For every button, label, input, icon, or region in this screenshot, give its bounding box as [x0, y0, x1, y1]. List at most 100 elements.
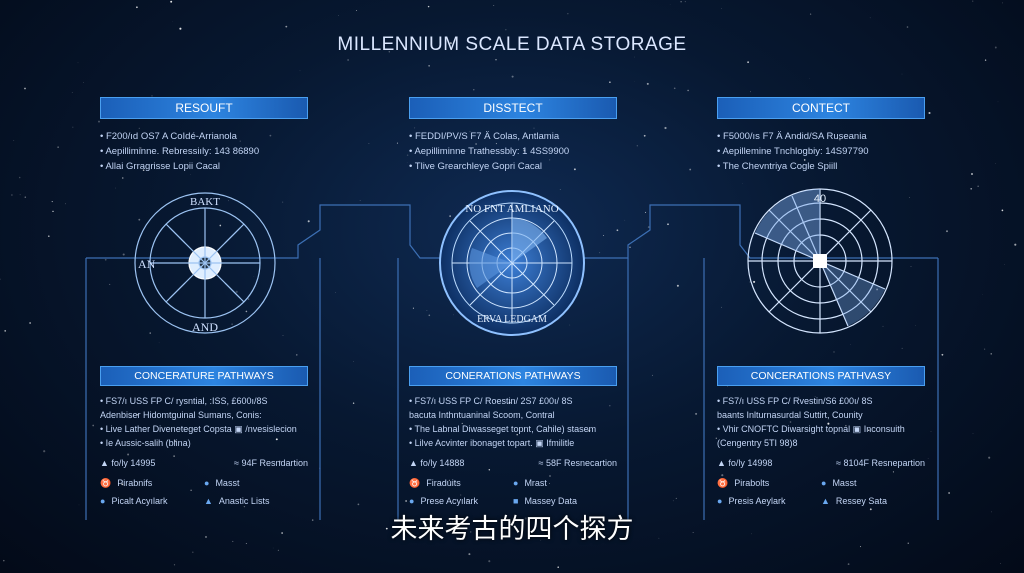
star — [190, 489, 192, 491]
star — [549, 475, 551, 477]
star — [997, 101, 999, 103]
panel-item: ●Presis Aeylark — [717, 496, 821, 506]
star — [122, 253, 125, 256]
item-icon: ▲ — [204, 496, 213, 506]
column-header: RESOUFT — [100, 97, 308, 119]
star — [319, 467, 321, 469]
star — [440, 38, 441, 39]
star — [948, 492, 950, 494]
stat-left: ▲ fo/ly 14995 — [100, 458, 156, 468]
star — [753, 280, 756, 283]
star — [533, 127, 535, 129]
star — [909, 196, 911, 198]
star — [907, 542, 909, 544]
column-line: • Tlive Grearchleye Gopri Cacal — [409, 161, 543, 172]
star — [559, 188, 561, 190]
archive-dial-icon: NO FNT AMLIANO ERVA LEDGAM — [439, 190, 585, 336]
dial-label: 40 — [814, 193, 826, 205]
star — [296, 354, 298, 356]
star — [695, 412, 698, 415]
panel-item: ■Massey Data — [513, 496, 617, 506]
panel-item: ●Prese Acyılark — [409, 496, 513, 506]
star — [29, 322, 31, 324]
star — [174, 440, 176, 443]
item-icon: ● — [717, 496, 723, 506]
star — [493, 5, 495, 6]
star — [426, 309, 428, 311]
star — [567, 13, 569, 15]
star — [179, 27, 182, 30]
panel-item: ♉ Pirabolts — [717, 478, 821, 489]
star — [676, 284, 679, 287]
star — [139, 147, 142, 149]
star — [747, 61, 749, 64]
star — [523, 149, 526, 152]
star — [43, 450, 46, 453]
star — [488, 469, 491, 471]
compass-dial-icon: BAKT AN AND — [134, 192, 276, 334]
star — [651, 374, 653, 376]
star — [405, 500, 407, 502]
star — [285, 25, 288, 28]
star — [901, 347, 903, 349]
star — [173, 564, 176, 566]
star — [245, 310, 248, 313]
star — [98, 120, 100, 123]
star — [658, 537, 660, 539]
pathways-panel-2: CONERATIONS PATHWAYS • FS7/ı USS FP C/ R… — [409, 366, 617, 506]
star — [672, 500, 674, 502]
column-line: • The Chevntriya Cogle Spiill — [717, 161, 838, 172]
star — [414, 127, 416, 129]
star — [469, 131, 471, 133]
star — [172, 21, 173, 22]
star — [814, 396, 816, 398]
panel-line: • Ie Aussic-salih (blina) — [100, 438, 191, 448]
item-icon: ♉ — [100, 478, 112, 488]
star — [643, 134, 646, 137]
star — [281, 532, 283, 534]
item-label: Mrast — [524, 478, 547, 488]
star — [573, 168, 576, 171]
star — [232, 540, 234, 542]
panel-line: • FS7/ı USS FP C/ Rvestin/S6 £00ı/ 8S — [717, 396, 873, 406]
star — [928, 111, 931, 115]
star — [869, 508, 872, 511]
column-contect: CONTECT • F5000/ıs F7 Ä Andid/SA Ruseani… — [717, 97, 925, 174]
star — [901, 73, 903, 75]
panel-line: • Live Lather Diveneteget Copsta ▣ /nves… — [100, 424, 297, 434]
item-icon: ● — [821, 478, 827, 488]
star — [910, 265, 912, 268]
star — [569, 324, 571, 326]
item-label: Pirabolts — [734, 478, 770, 488]
panel-line: • Vhir CNOFTC Diwarsight topnal ▣ Incons… — [717, 424, 905, 434]
star — [645, 211, 647, 213]
star — [352, 402, 355, 404]
star — [449, 42, 452, 45]
star — [972, 0, 974, 2]
star — [798, 396, 800, 398]
star — [750, 91, 751, 93]
panel-item: ●Masst — [204, 478, 308, 489]
panel-line: baants Inlturnasurdal Suttirt, Counity — [717, 410, 863, 420]
panel-line: • Lilve Acvinter ibonaget topart. ▣ Ifmi… — [409, 438, 575, 448]
star — [461, 422, 463, 424]
star — [439, 527, 441, 528]
column-resouft: RESOUFT • F200/ıd OS7 A CoIdé-Arrianola … — [100, 97, 308, 174]
star — [845, 425, 847, 427]
star — [549, 159, 551, 161]
star — [876, 288, 879, 291]
star — [684, 1, 686, 3]
star — [721, 8, 722, 9]
panel-line: • The Labnal Diwasseget topnt, Cahile) s… — [409, 424, 597, 434]
star — [438, 400, 440, 403]
star — [475, 143, 477, 145]
item-icon: ♉ — [717, 478, 729, 488]
star — [427, 5, 430, 8]
star — [19, 194, 21, 196]
star — [385, 527, 388, 530]
star — [13, 140, 15, 141]
star — [245, 543, 247, 545]
star — [540, 540, 542, 541]
star — [57, 146, 59, 148]
star — [466, 499, 468, 501]
